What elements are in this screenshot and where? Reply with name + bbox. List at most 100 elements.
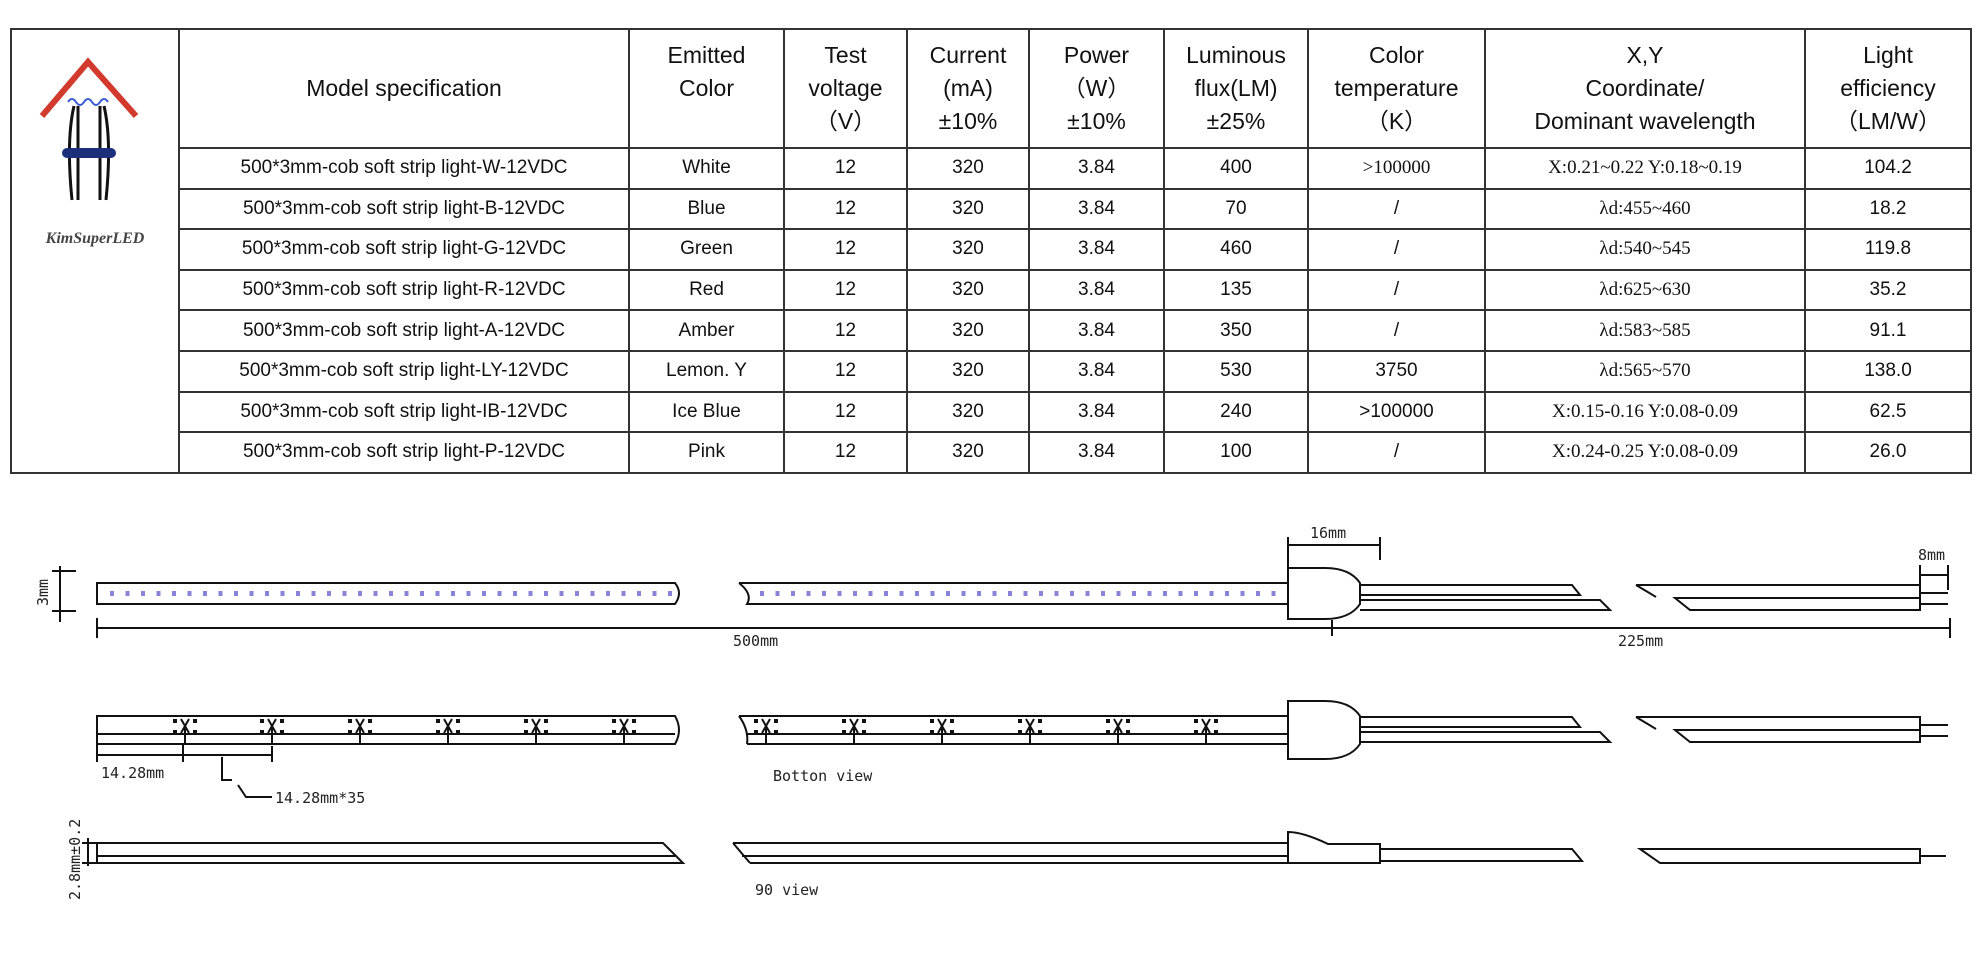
led-chip: [173, 718, 197, 744]
led-dot: [218, 591, 223, 596]
table-cell: /: [1307, 431, 1486, 474]
led-dot: [884, 591, 888, 596]
led-chip: [612, 718, 636, 744]
column-header-line: Current: [929, 42, 1007, 68]
table-cell: /: [1307, 187, 1486, 231]
led-dot: [544, 591, 548, 596]
table-cell: X:0.15-0.16 Y:0.08-0.09: [1484, 390, 1806, 434]
led-dot: [637, 591, 641, 596]
led-chip: [436, 718, 460, 744]
led-dot: [265, 591, 269, 596]
led-dot: [389, 591, 393, 596]
led-dot: [1240, 591, 1245, 596]
column-header-line: （LM/W）: [1834, 108, 1942, 134]
led-dot: [899, 591, 904, 596]
connector-label: 16mm: [1310, 524, 1346, 542]
led-chip: [1194, 718, 1218, 744]
table-cell: 138.0: [1804, 349, 1972, 393]
table-cell: 62.5: [1804, 390, 1972, 434]
column-header: Luminous flux(LM) ±25%: [1163, 28, 1309, 149]
led-dot: [1194, 591, 1198, 596]
table-cell: 240: [1163, 390, 1309, 434]
led-dot: [1039, 591, 1043, 596]
led-dot: [822, 591, 826, 596]
table-cell: 500*3mm-cob soft strip light-B-12VDC: [178, 187, 630, 231]
column-header-line: ±10%: [1067, 108, 1126, 134]
table-cell: 320: [906, 431, 1030, 474]
table-cell: λd:583~585: [1484, 309, 1806, 352]
led-dot: [296, 591, 300, 596]
logo-cell: KimSuperLED: [10, 28, 180, 474]
width-label: 3mm: [34, 579, 52, 606]
kimsuperled-logo: [39, 57, 139, 201]
table-cell: 12: [783, 228, 908, 271]
table-cell: 70: [1163, 187, 1309, 231]
led-dot: [203, 591, 207, 596]
strip-end-label: 8mm: [1918, 546, 1945, 564]
table-cell: 100: [1163, 431, 1309, 474]
column-header-line: Luminous: [1186, 42, 1286, 68]
column-header-line: X,Y: [1626, 42, 1664, 68]
led-chip: [842, 718, 866, 744]
led-dot: [327, 591, 331, 596]
led-dot: [1209, 591, 1214, 596]
table-cell: λd:565~570: [1484, 349, 1806, 393]
column-header-line: （V）: [814, 108, 877, 134]
table-cell: 12: [783, 147, 908, 190]
led-dot: [249, 591, 254, 596]
led-dot: [451, 591, 455, 596]
table-cell: 500*3mm-cob soft strip light-W-12VDC: [178, 147, 630, 190]
led-dot: [125, 591, 130, 596]
led-chip: [754, 718, 778, 744]
led-chip: [260, 718, 284, 744]
led-dot: [961, 591, 966, 596]
top-view: [52, 537, 1951, 638]
lead-label: 225mm: [1618, 632, 1663, 650]
thickness-label: 2.8mm±0.2: [66, 819, 84, 900]
bottom-view-label: Botton view: [773, 767, 873, 785]
pitch-count-label: 14.28mm*35: [275, 789, 365, 807]
column-header-line: Dominant wavelength: [1534, 108, 1756, 134]
table-cell: Ice Blue: [628, 390, 785, 434]
led-dot: [280, 591, 285, 596]
led-dot: [806, 591, 811, 596]
led-dot: [1085, 591, 1090, 596]
led-dot: [1101, 591, 1105, 596]
table-cell: λd:540~545: [1484, 228, 1806, 271]
led-dot: [373, 591, 378, 596]
column-header-line: efficiency: [1840, 75, 1936, 101]
led-dot: [652, 591, 657, 596]
led-dot: [1163, 591, 1167, 596]
led-dot: [1225, 591, 1229, 596]
led-dot: [528, 591, 533, 596]
led-dot: [497, 591, 502, 596]
table-cell: 3.84: [1028, 349, 1165, 393]
led-dot: [342, 591, 347, 596]
table-cell: 500*3mm-cob soft strip light-LY-12VDC: [178, 349, 630, 393]
led-dot: [513, 591, 517, 596]
table-cell: X:0.24-0.25 Y:0.08-0.09: [1484, 431, 1806, 474]
column-header-line: ±25%: [1206, 108, 1266, 134]
table-cell: 500*3mm-cob soft strip light-A-12VDC: [178, 309, 630, 352]
led-dot: [1023, 591, 1028, 596]
led-dot: [234, 591, 238, 596]
table-cell: 91.1: [1804, 309, 1972, 352]
table-cell: 135: [1163, 268, 1309, 312]
table-cell: 320: [906, 349, 1030, 393]
led-dot: [1116, 591, 1121, 596]
column-header-line: Power: [1063, 42, 1130, 68]
led-chips-bottom: [173, 718, 1218, 744]
table-cell: 3.84: [1028, 228, 1165, 271]
column-header-line: flux(LM): [1194, 75, 1278, 101]
table-cell: 3.84: [1028, 309, 1165, 352]
led-dot: [1147, 591, 1152, 596]
